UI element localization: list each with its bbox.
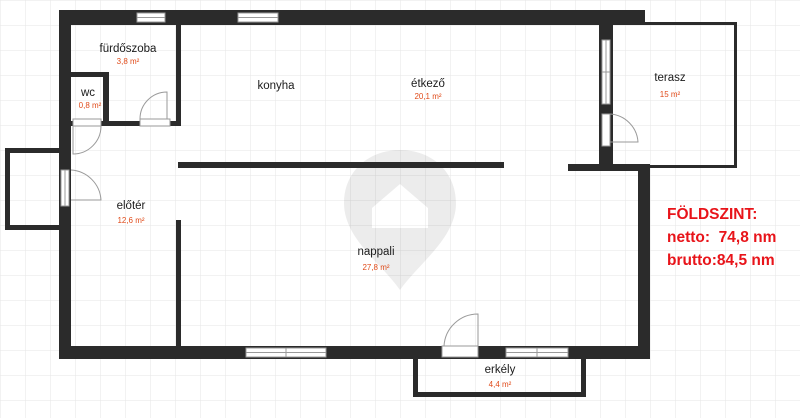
room-area: 27,8 m² xyxy=(362,263,389,272)
room-name: nappali xyxy=(357,246,394,258)
room-label-konyha: konyha xyxy=(257,80,295,92)
floor-summary: FÖLDSZINT: netto: 74,8 nm brutto:84,5 nm xyxy=(667,203,776,272)
doors xyxy=(70,91,639,358)
room-label-etkezo: étkező 20,1 m² xyxy=(411,78,445,101)
room-label-erkely: erkély 4,4 m² xyxy=(485,364,516,389)
room-label-furdoszoba: fürdőszoba 3,8 m² xyxy=(100,43,158,66)
room-name: terasz xyxy=(654,72,686,84)
room-label-terasz: terasz 15 m² xyxy=(654,72,686,99)
room-area: 3,8 m² xyxy=(117,57,140,66)
room-name: erkély xyxy=(485,364,516,376)
room-name: wc xyxy=(80,87,95,99)
room-name: étkező xyxy=(411,78,445,90)
room-area: 4,4 m² xyxy=(489,380,512,389)
room-area: 20,1 m² xyxy=(414,92,441,101)
room-area: 0,8 m² xyxy=(79,101,102,110)
summary-netto: netto: 74,8 nm xyxy=(667,229,777,246)
room-name: konyha xyxy=(257,80,295,92)
room-area: 15 m² xyxy=(660,90,681,99)
summary-brutto: brutto:84,5 nm xyxy=(667,252,775,269)
room-name: előtér xyxy=(117,200,146,212)
room-label-eloter: előtér 12,6 m² xyxy=(117,200,146,225)
watermark-logo xyxy=(344,150,456,290)
room-label-nappali: nappali 27,8 m² xyxy=(357,246,394,272)
summary-heading: FÖLDSZINT: xyxy=(667,206,758,223)
room-label-wc: wc 0,8 m² xyxy=(79,87,102,110)
room-name: fürdőszoba xyxy=(100,43,158,55)
room-area: 12,6 m² xyxy=(117,216,144,225)
